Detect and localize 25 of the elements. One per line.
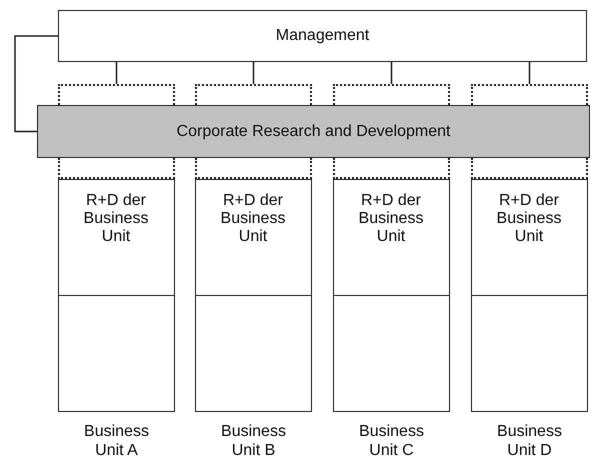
unit-caption: Business Unit D (496, 422, 563, 460)
connector-line (14, 35, 58, 132)
node-text: R+D der Business Unit (220, 192, 286, 247)
connector-line (116, 62, 118, 84)
unit-caption: Business Unit C (358, 422, 425, 460)
unit-column-box (58, 179, 175, 412)
dotted-box (195, 84, 312, 105)
connector-line (528, 62, 530, 84)
unit-caption: Business Unit B (220, 422, 287, 460)
node-text: R+D der Business Unit (82, 192, 150, 247)
node-text: R+D der Business Unit (358, 192, 424, 247)
node-text: R+D der Business Unit (496, 192, 562, 247)
unit-column-box (333, 179, 450, 412)
unit-column-box (471, 179, 588, 412)
unit-column-box (195, 179, 312, 412)
node-text: Corporate Research and Development (176, 122, 450, 140)
node-text: Management (276, 27, 370, 45)
connector-line (252, 62, 254, 84)
management-box (58, 10, 587, 62)
department-band (37, 105, 590, 158)
dotted-box (471, 84, 588, 105)
unit-caption: Business Unit A (83, 422, 150, 460)
dotted-box (333, 84, 450, 105)
dotted-box (58, 84, 175, 105)
connector-line (390, 62, 392, 84)
